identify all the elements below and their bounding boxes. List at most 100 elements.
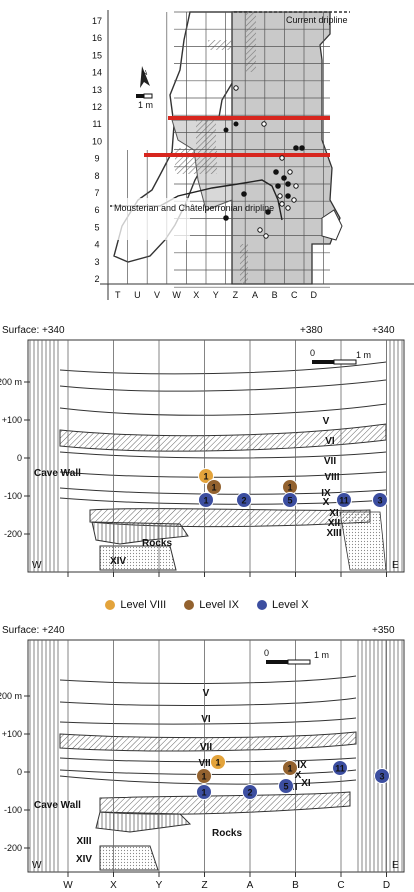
corner-e-1: E bbox=[392, 560, 399, 571]
x-col-label: C bbox=[337, 880, 344, 891]
plan-row-label: 14 bbox=[92, 68, 102, 78]
layer-label: VII bbox=[200, 742, 212, 753]
find-points bbox=[223, 85, 305, 239]
plan-row-label: 8 bbox=[94, 171, 99, 181]
level-marker-viii bbox=[210, 754, 226, 770]
level-marker-label: 1 bbox=[201, 772, 206, 782]
scale-label-2: 1 m bbox=[314, 650, 329, 660]
level-marker-ix bbox=[282, 760, 298, 776]
surface-right-2: +350 bbox=[372, 625, 395, 636]
level-marker-label: 5 bbox=[287, 496, 292, 506]
corner-w-2: W bbox=[32, 860, 42, 871]
layer-label: IX bbox=[321, 488, 331, 499]
plan-scale-bar: 1 m bbox=[136, 93, 153, 110]
cave-wall-label-2: Cave Wall bbox=[34, 800, 81, 811]
level-marker-label: 11 bbox=[335, 764, 345, 774]
level-marker-x bbox=[372, 492, 388, 508]
level-marker-x bbox=[332, 760, 348, 776]
scale-zero-1: 0 bbox=[310, 348, 315, 358]
level-marker-x bbox=[336, 492, 352, 508]
x-col-label: B bbox=[292, 880, 299, 891]
layer-xiv-fill-1 bbox=[99, 545, 177, 571]
x-col-label: Z bbox=[201, 880, 207, 891]
level-marker-label: 1 bbox=[287, 483, 292, 493]
scale-zero-2: 0 bbox=[264, 648, 269, 658]
plan-row-label: 5 bbox=[94, 222, 99, 232]
y-tick-label: -100 bbox=[4, 805, 22, 815]
surface-left-2: Surface: +240 bbox=[2, 625, 65, 636]
level-marker-label: 1 bbox=[287, 764, 292, 774]
plan-row-label: 12 bbox=[92, 102, 102, 112]
legend-item: Level VIII bbox=[105, 594, 166, 616]
plan-col-label: D bbox=[311, 290, 318, 300]
plan-col-label: U bbox=[134, 290, 141, 300]
level-marker-label: 11 bbox=[339, 496, 349, 506]
layer-label: XI bbox=[301, 778, 311, 789]
scale-bar-2: 0 1 m bbox=[264, 648, 329, 665]
level-marker-x bbox=[242, 784, 258, 800]
layer-label: VIII bbox=[324, 472, 339, 483]
layer-label: X bbox=[323, 497, 330, 508]
plan-row-label: 15 bbox=[92, 50, 102, 60]
plan-col-label: Y bbox=[213, 290, 219, 300]
plan-row-label: 7 bbox=[94, 188, 99, 198]
level-marker-label: 3 bbox=[377, 496, 382, 506]
plan-row-label: 10 bbox=[92, 136, 102, 146]
cave-wall-label-1: Cave Wall bbox=[34, 468, 81, 479]
layer-label: VII bbox=[324, 456, 336, 467]
plan-col-label: X bbox=[193, 290, 199, 300]
y-tick-label: +200 m bbox=[0, 377, 22, 387]
surface-mid-1: +380 bbox=[300, 325, 323, 336]
plan-row-label: 2 bbox=[94, 274, 99, 284]
layer-label: XI bbox=[329, 508, 339, 519]
layer-label: XIII bbox=[326, 528, 341, 539]
x-col-label: W bbox=[63, 880, 73, 891]
cave-wall-fill-1 bbox=[28, 340, 60, 572]
layer-label: X bbox=[295, 770, 302, 781]
layer-label: V bbox=[203, 688, 210, 699]
level-marker-label: 5 bbox=[283, 782, 288, 792]
level-marker-x bbox=[198, 492, 214, 508]
level-marker-label: 2 bbox=[247, 788, 252, 798]
x-col-label: D bbox=[383, 880, 390, 891]
y-tick-label: -200 bbox=[4, 529, 22, 539]
y-tick-label: +200 m bbox=[0, 691, 22, 701]
plan-row-label: 11 bbox=[92, 119, 101, 129]
svg-text:N: N bbox=[141, 70, 148, 78]
legend-swatch bbox=[105, 600, 116, 610]
site-plan: Current dripline Mousterian and Châtelpe… bbox=[92, 10, 414, 300]
plan-row-label: 6 bbox=[94, 205, 99, 215]
plan-col-label: W bbox=[172, 290, 181, 300]
y-tick-label: +100 bbox=[2, 415, 22, 425]
plan-row-label: 3 bbox=[94, 257, 99, 267]
plan-col-label: V bbox=[154, 290, 160, 300]
hatch-zone bbox=[175, 148, 217, 174]
y-tick-label: 0 bbox=[17, 453, 22, 463]
scale-label-1: 1 m bbox=[356, 350, 371, 360]
plan-scale-label: 1 m bbox=[138, 100, 153, 110]
level-marker-x bbox=[196, 784, 212, 800]
level-marker-label: 2 bbox=[241, 496, 246, 506]
plan-col-label: C bbox=[291, 290, 298, 300]
level-marker-label: 1 bbox=[211, 483, 216, 493]
legend-label: Level VIII bbox=[120, 599, 167, 611]
layer-band-1 bbox=[59, 423, 387, 452]
cave-wall-fill-2 bbox=[28, 640, 60, 872]
plan-row-label: 4 bbox=[94, 240, 99, 250]
x-col-label: Y bbox=[156, 880, 163, 891]
plan-col-label: B bbox=[272, 290, 278, 300]
rock-block-1 bbox=[91, 521, 189, 545]
plan-col-label: Z bbox=[233, 290, 239, 300]
layer-label: VI bbox=[325, 436, 335, 447]
layer-label: V bbox=[323, 416, 330, 427]
surface-left-1: Surface: +340 bbox=[2, 325, 65, 336]
plan-row-label: 16 bbox=[92, 33, 102, 43]
rock-outcrop bbox=[321, 209, 343, 241]
